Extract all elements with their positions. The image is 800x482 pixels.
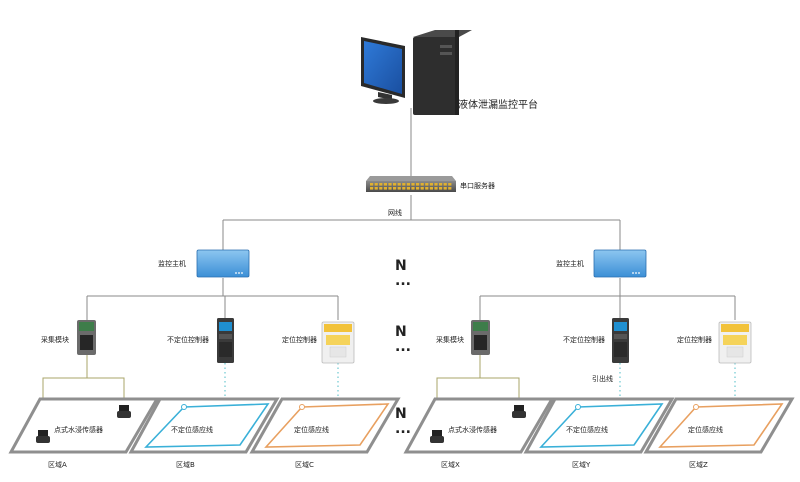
switch-port-icon bbox=[448, 183, 452, 186]
zone-x-label: 区域X bbox=[441, 460, 460, 469]
acquisition-module-left-label: 采集模块 bbox=[41, 335, 69, 344]
switch-port-icon bbox=[429, 183, 433, 186]
zone-b-label: 区域B bbox=[176, 460, 195, 469]
water-sensor-x2-icon bbox=[430, 430, 444, 443]
water-sensor-a2-icon bbox=[36, 430, 50, 443]
non-locating-controller-left-label: 不定位控制器 bbox=[167, 335, 209, 344]
non-locating-controller-left-icon bbox=[217, 318, 234, 363]
zone-y-label: 区域Y bbox=[572, 460, 591, 469]
n-ellipsis-3: ... bbox=[395, 421, 411, 437]
switch-port-icon bbox=[383, 183, 387, 186]
switch-port-icon bbox=[429, 187, 433, 190]
zone-y-plate bbox=[523, 397, 675, 454]
zone-z-plate bbox=[643, 397, 795, 454]
switch-port-icon bbox=[434, 183, 438, 186]
locating-controller-right-label: 定位控制器 bbox=[677, 335, 712, 344]
point-sensor-label-x: 点式水浸传感器 bbox=[448, 425, 497, 434]
switch-port-icon bbox=[434, 187, 438, 190]
n-marker-1: N bbox=[395, 258, 407, 274]
platform-label: 液体泄漏监控平台 bbox=[458, 98, 538, 111]
connection-lines bbox=[42, 108, 736, 430]
switch-port-icon bbox=[374, 187, 378, 190]
monitoring-host-left-icon bbox=[196, 249, 250, 278]
switch-port-icon bbox=[379, 183, 383, 186]
lead-wire-label: 引出线 bbox=[592, 374, 613, 383]
n-marker-2: N bbox=[395, 324, 407, 340]
n-ellipsis-1: ... bbox=[395, 273, 411, 289]
serial-server-icon bbox=[366, 176, 456, 192]
acquisition-module-right-label: 采集模块 bbox=[436, 335, 464, 344]
switch-port-icon bbox=[439, 187, 443, 190]
switch-port-icon bbox=[443, 187, 447, 190]
water-sensor-x1-icon bbox=[512, 405, 526, 418]
n-ellipsis-2: ... bbox=[395, 339, 411, 355]
n-marker-3: N bbox=[395, 406, 407, 422]
switch-port-icon bbox=[393, 187, 397, 190]
zone-c-plate bbox=[249, 397, 401, 454]
zone-a-label: 区域A bbox=[48, 460, 67, 469]
host-right-label: 监控主机 bbox=[556, 259, 584, 268]
pc-icon bbox=[361, 30, 472, 115]
switch-port-icon bbox=[406, 183, 410, 186]
point-sensor-label-a: 点式水浸传感器 bbox=[54, 425, 103, 434]
switch-port-icon bbox=[406, 187, 410, 190]
switch-port-icon bbox=[397, 187, 401, 190]
network-cable-label: 网线 bbox=[388, 208, 402, 217]
water-sensor-a1-icon bbox=[117, 405, 131, 418]
switch-port-icon bbox=[374, 183, 378, 186]
switch-port-icon bbox=[420, 183, 424, 186]
switch-port-icon bbox=[393, 183, 397, 186]
non-locating-controller-right-icon bbox=[612, 318, 629, 363]
zone-c-label: 区域C bbox=[295, 460, 314, 469]
switch-port-icon bbox=[443, 183, 447, 186]
switch-port-icon bbox=[383, 187, 387, 190]
switch-port-icon bbox=[411, 187, 415, 190]
switch-port-icon bbox=[416, 183, 420, 186]
switch-port-icon bbox=[370, 183, 374, 186]
switch-port-icon bbox=[370, 187, 374, 190]
switch-port-icon bbox=[448, 187, 452, 190]
host-left-label: 监控主机 bbox=[158, 259, 186, 268]
switch-port-icon bbox=[388, 183, 392, 186]
locating-controller-left-icon bbox=[321, 321, 355, 364]
non-locating-controller-right-label: 不定位控制器 bbox=[563, 335, 605, 344]
acquisition-module-left-icon bbox=[77, 320, 96, 355]
switch-port-icon bbox=[411, 183, 415, 186]
serial-server-label: 串口服务器 bbox=[460, 181, 495, 190]
switch-port-icon bbox=[420, 187, 424, 190]
zone-b-plate bbox=[128, 397, 280, 454]
switch-port-icon bbox=[379, 187, 383, 190]
locating-cable-label-c: 定位感应线 bbox=[294, 425, 329, 434]
switch-port-icon bbox=[425, 183, 429, 186]
switch-port-icon bbox=[402, 187, 406, 190]
non-locating-cable-label-b: 不定位感应线 bbox=[171, 425, 213, 434]
switch-port-icon bbox=[439, 183, 443, 186]
switch-port-icon bbox=[425, 187, 429, 190]
switch-port-icon bbox=[416, 187, 420, 190]
switch-port-icon bbox=[397, 183, 401, 186]
acquisition-module-right-icon bbox=[471, 320, 490, 355]
switch-port-icon bbox=[388, 187, 392, 190]
zone-z-label: 区域Z bbox=[689, 460, 708, 469]
locating-cable-label-z: 定位感应线 bbox=[688, 425, 723, 434]
switch-port-icon bbox=[402, 183, 406, 186]
locating-controller-right-icon bbox=[718, 321, 752, 364]
monitoring-host-right-icon bbox=[593, 249, 647, 278]
locating-controller-left-label: 定位控制器 bbox=[282, 335, 317, 344]
non-locating-cable-label-y: 不定位感应线 bbox=[566, 425, 608, 434]
